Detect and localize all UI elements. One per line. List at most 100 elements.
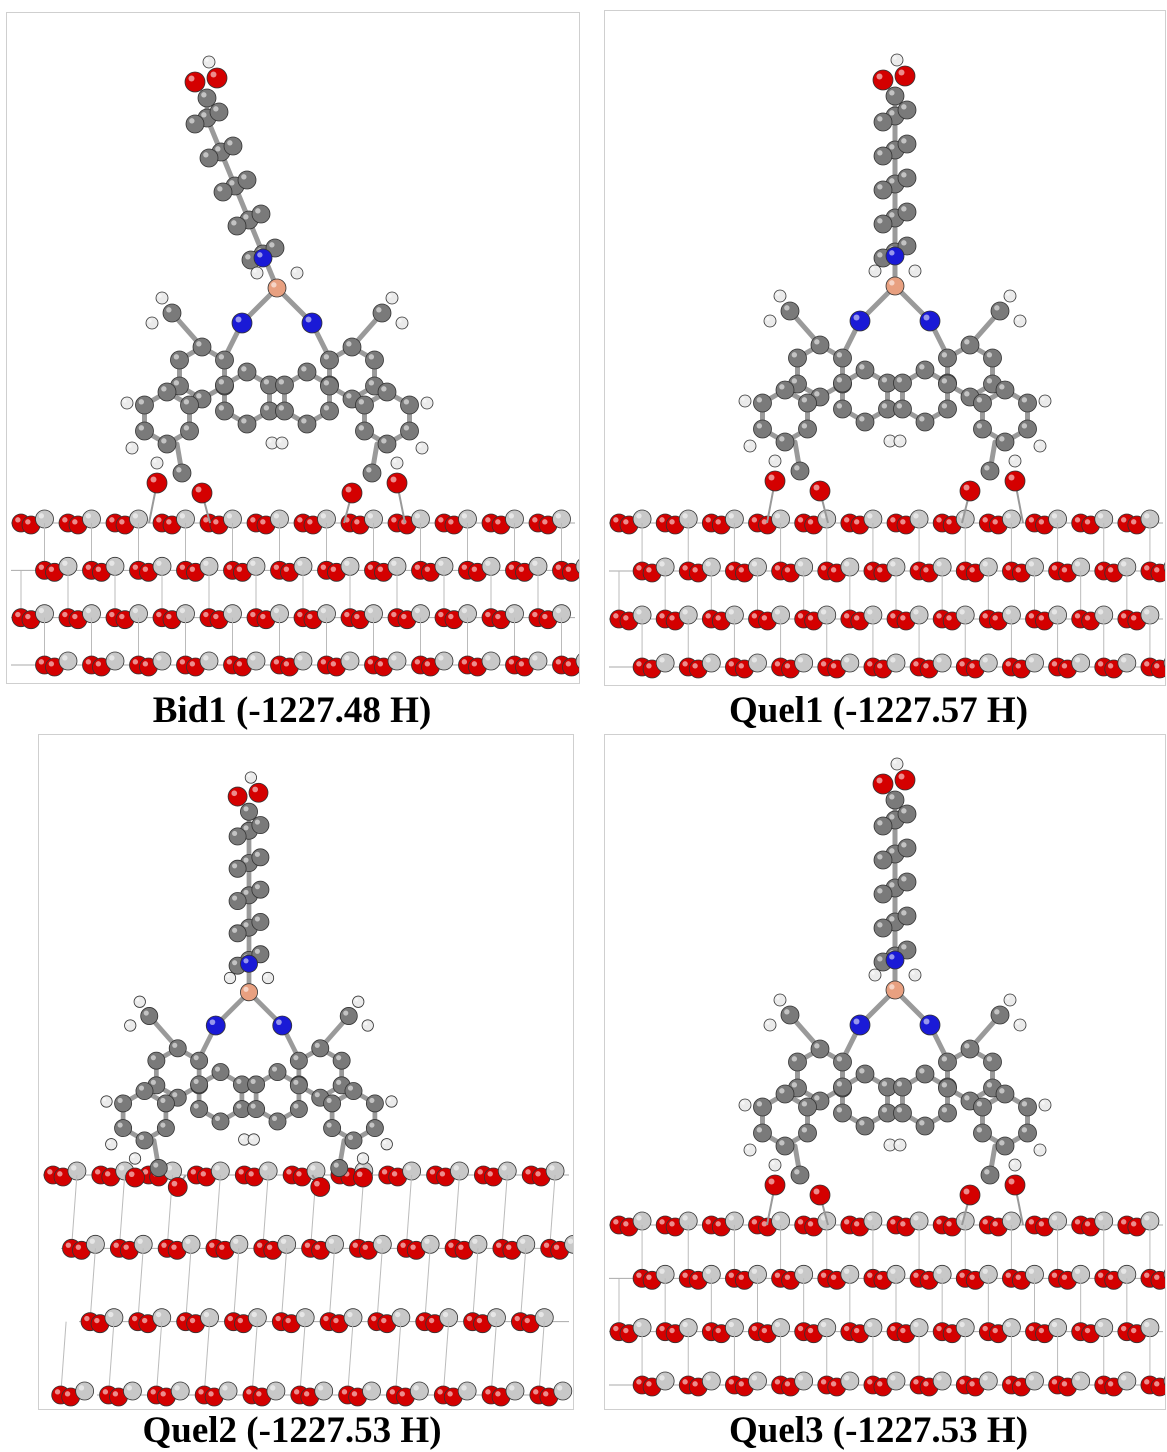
carbon-atom <box>893 399 912 419</box>
titanium-atom <box>701 1371 721 1391</box>
carbon-atom <box>156 1119 175 1138</box>
carbon-atom <box>355 421 374 441</box>
dye-molecule <box>100 771 398 1197</box>
titanium-atom <box>505 1381 525 1401</box>
carbon-atom <box>323 1119 342 1138</box>
carbon-atom <box>190 1100 209 1119</box>
carbon-atom <box>973 419 992 439</box>
carbon-atom <box>995 432 1015 452</box>
carbon-atom <box>162 303 182 323</box>
carbon-atom <box>873 214 893 234</box>
caption-quel4: Quel3 (-1227.53 H) <box>728 1410 1029 1451</box>
carbon-atom <box>897 168 917 188</box>
titanium-atom <box>748 653 767 673</box>
oxygen-atom <box>1150 1270 1165 1290</box>
carbon-atom <box>213 182 233 202</box>
carbon-atom <box>938 1078 957 1098</box>
carbon-atom <box>251 912 270 931</box>
titanium-atom <box>152 651 172 671</box>
titanium-atom <box>655 1371 675 1391</box>
carbon-atom <box>377 434 397 454</box>
carbon-atom <box>157 382 177 402</box>
carbon-atom <box>1018 1097 1037 1117</box>
titanium-atom <box>1117 653 1137 673</box>
carbon-atom <box>289 1076 308 1095</box>
carbon-atom <box>995 1084 1015 1104</box>
hydrogen-atom <box>1003 289 1017 303</box>
carbon-atom <box>915 1116 935 1136</box>
titanium-atom <box>886 1371 906 1391</box>
carbon-atom <box>753 1097 772 1117</box>
carbon-atom <box>215 375 234 395</box>
titanium-atom <box>340 651 360 671</box>
carbon-atom <box>810 1039 830 1059</box>
carbon-atom <box>855 1116 875 1136</box>
titanium-atom <box>840 653 860 673</box>
hydrogen-atom <box>738 394 752 408</box>
oxygen-atom <box>146 472 168 494</box>
carbon-atom <box>135 395 154 415</box>
oxygen-atom <box>191 482 213 504</box>
carbon-atom <box>873 884 893 904</box>
carbon-atom <box>147 1051 166 1070</box>
titanium-atom <box>932 1371 952 1391</box>
carbon-atom <box>753 419 772 439</box>
titanium-atom <box>409 1381 429 1401</box>
carbon-atom <box>344 1082 363 1101</box>
carbon-atom <box>197 88 217 108</box>
hydrogen-atom <box>768 1158 782 1172</box>
titanium-atom <box>794 653 814 673</box>
carbon-atom <box>897 100 917 120</box>
carbon-atom <box>780 301 800 321</box>
carbon-atom <box>855 412 875 432</box>
carbon-atom <box>1018 1123 1037 1143</box>
carbon-atom <box>377 382 397 402</box>
carbon-atom <box>228 892 247 911</box>
carbon-atom <box>135 421 154 441</box>
carbon-atom <box>180 421 199 441</box>
carbon-atom <box>268 1063 287 1082</box>
hydrogen-atom <box>1033 439 1047 453</box>
carbon-atom <box>973 1123 992 1143</box>
carbon-atom <box>938 399 957 419</box>
titanium-atom <box>481 651 501 671</box>
carbon-atom <box>960 1039 980 1059</box>
oxygen-atom <box>1004 470 1026 492</box>
nitrogen-atom <box>231 312 253 334</box>
carbon-atom <box>990 1005 1010 1025</box>
carbon-atom <box>897 804 917 824</box>
hydrogen-atom <box>890 757 904 771</box>
carbon-atom <box>240 802 258 821</box>
carbon-atom <box>790 461 810 481</box>
carbon-atom <box>289 1051 308 1070</box>
hydrogen-atom <box>380 1138 393 1151</box>
titanium-atom <box>1071 653 1091 673</box>
hydrogen-atom <box>202 55 216 69</box>
titanium-atom <box>748 1371 767 1391</box>
nitrogen-atom <box>253 248 273 268</box>
oxygen-atom <box>310 1177 331 1197</box>
hydrogen-atom <box>1038 394 1052 408</box>
carbon-atom <box>332 1051 351 1070</box>
oxygen-atom <box>248 782 269 803</box>
carbon-atom <box>938 1103 957 1123</box>
carbon-atom <box>289 1100 308 1119</box>
carbon-atom <box>149 1159 168 1177</box>
carbon-atom <box>190 1075 209 1094</box>
oxygen-atom <box>1150 563 1165 583</box>
carbon-atom <box>320 350 339 370</box>
hydrogen-atom <box>868 968 882 982</box>
boron-atom <box>885 276 905 296</box>
boron-atom <box>885 980 905 1000</box>
carbon-atom <box>753 393 772 413</box>
titanium-atom <box>886 653 906 673</box>
carbon-atom <box>788 348 807 368</box>
hydrogen-atom <box>893 1138 907 1152</box>
hydrogen-atom <box>908 968 922 982</box>
titanium-atom <box>123 1381 142 1401</box>
carbon-atom <box>400 395 419 415</box>
carbon-atom <box>1018 419 1037 439</box>
titanium-atom <box>105 651 125 671</box>
carbon-atom <box>228 859 247 878</box>
carbon-atom <box>798 393 817 413</box>
